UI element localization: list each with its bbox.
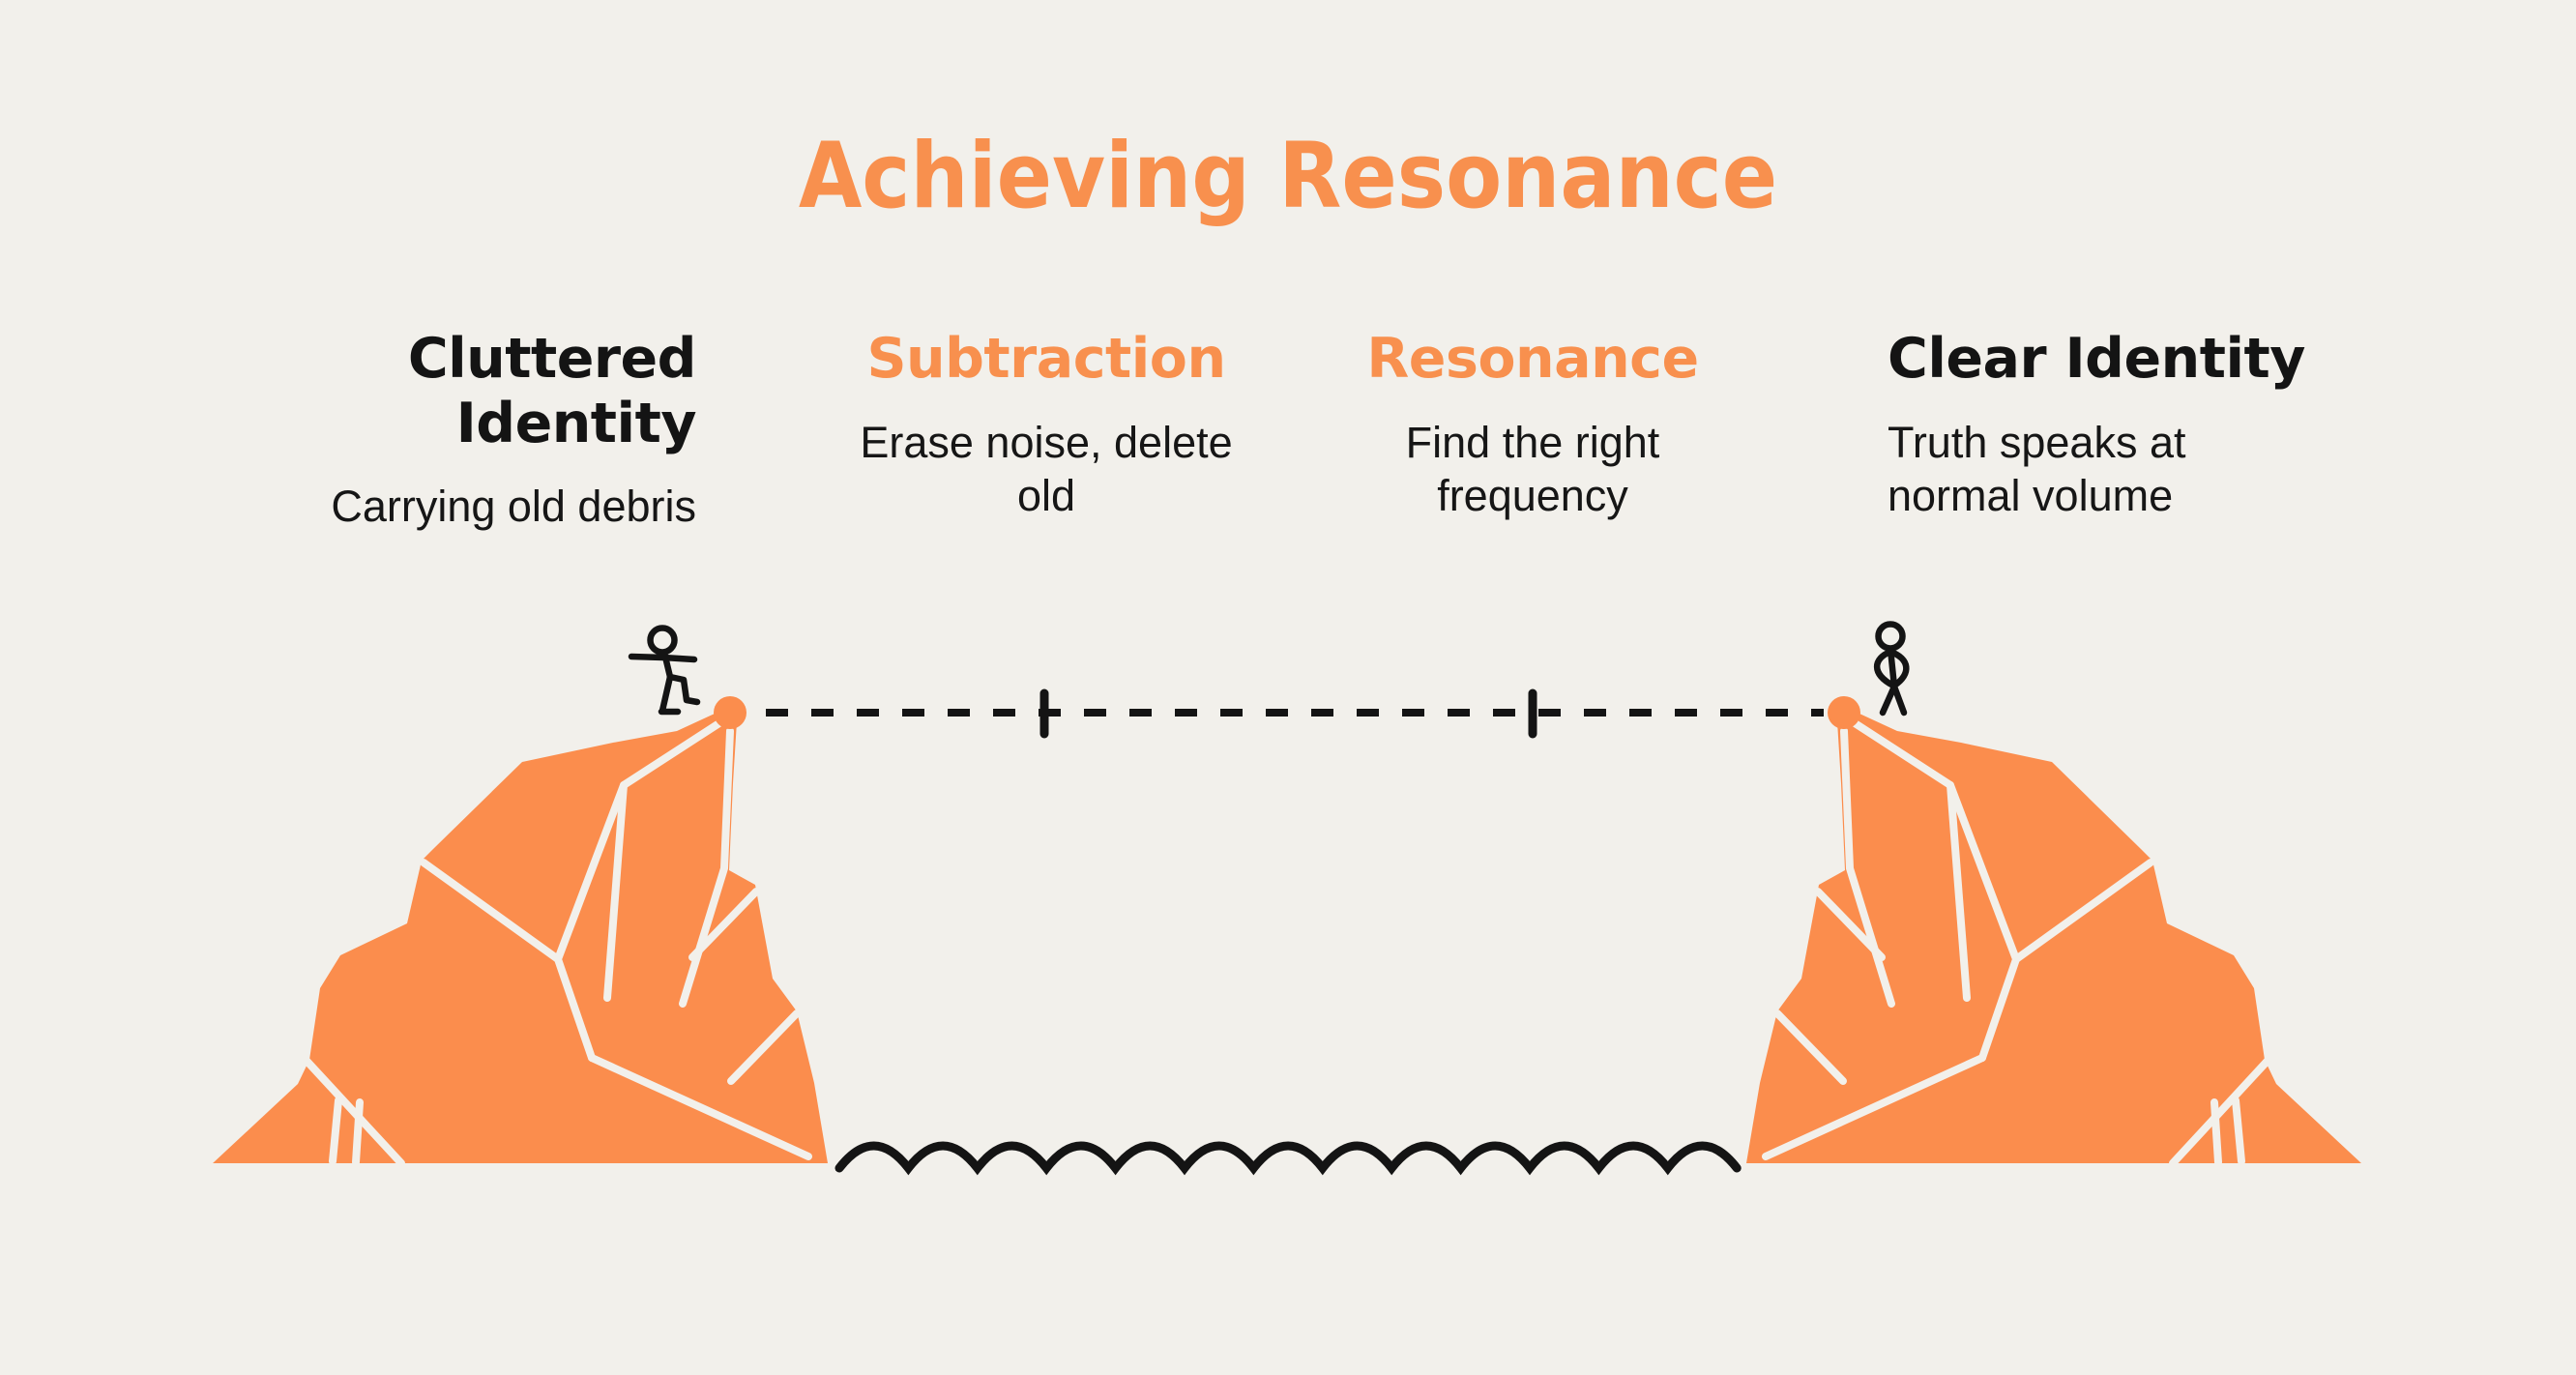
stick-figure-standing-icon — [1873, 621, 1910, 717]
stage-subtraction: Subtraction Erase noise, delete old — [834, 327, 1259, 522]
stage-heading: Clear Identity — [1888, 327, 2305, 391]
start-dot — [714, 696, 746, 729]
stage-heading: Subtraction — [866, 327, 1226, 391]
stage-description: Erase noise, delete old — [860, 417, 1233, 520]
page-title: Achieving Resonance — [798, 124, 1778, 229]
stage-resonance: Resonance Find the right frequency — [1320, 327, 1745, 522]
cliffs-illustration — [213, 621, 2361, 1176]
stage-description: Carrying old debris — [331, 482, 696, 532]
end-dot — [1828, 696, 1860, 729]
stage-description: Find the right frequency — [1405, 417, 1660, 520]
stick-figure-walking-icon — [628, 625, 701, 716]
left-cliff-shape — [213, 706, 828, 1167]
stage-cluttered-identity: Cluttered Identity Carrying old debris — [247, 327, 696, 534]
stage-heading: Resonance — [1366, 327, 1699, 391]
right-cliff-shape — [1746, 706, 2361, 1167]
stage-clear-identity: Clear Identity Truth speaks at normal vo… — [1888, 327, 2352, 522]
wavy-water-line — [834, 1141, 1742, 1176]
stage-heading: Cluttered Identity — [407, 327, 697, 455]
stage-description: Truth speaks at normal volume — [1888, 417, 2186, 520]
